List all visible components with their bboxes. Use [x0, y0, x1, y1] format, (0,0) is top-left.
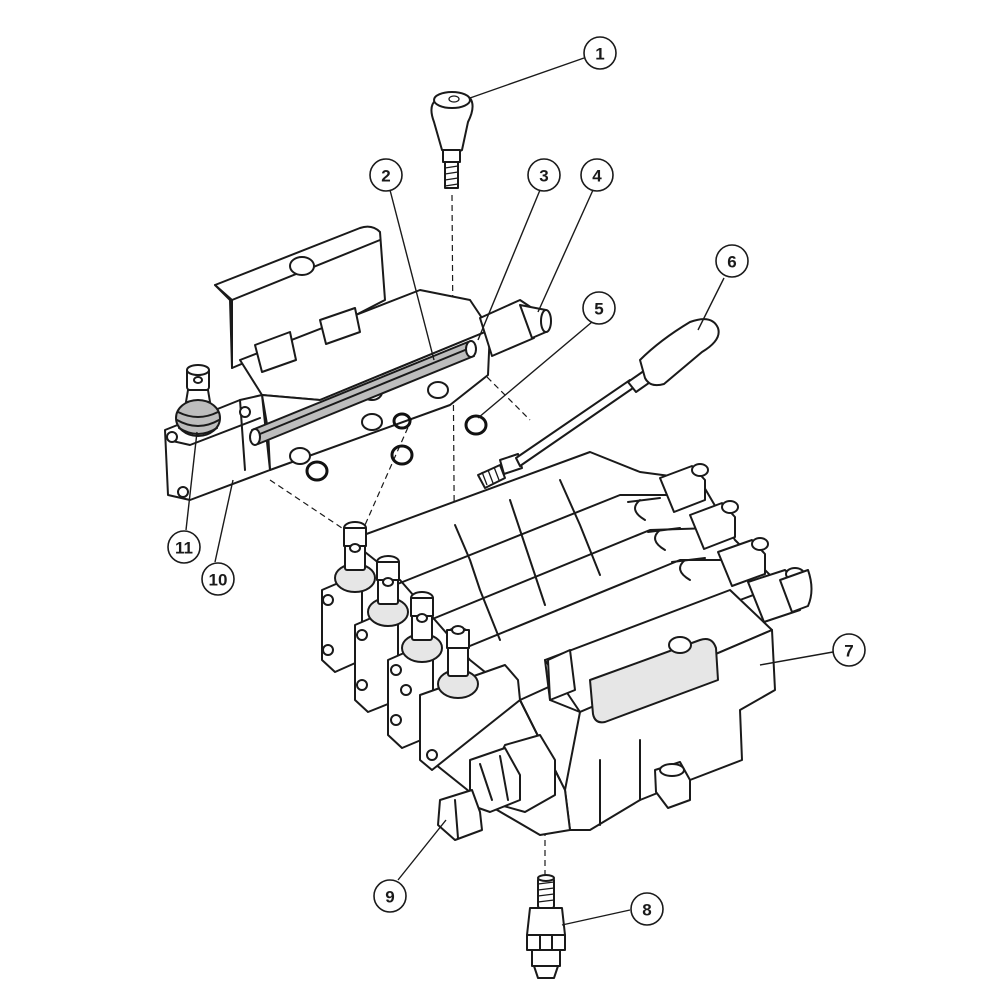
callout-label: 11: [175, 539, 193, 558]
top-boss: [254, 331, 297, 373]
control-knob: [430, 91, 474, 189]
callout-label: 10: [209, 571, 228, 590]
end-cap-face: [589, 638, 719, 724]
o-ring: [392, 412, 412, 430]
bolt-head: [177, 486, 189, 498]
o-rings: [305, 412, 488, 482]
bracket-manifold-assembly: [164, 225, 552, 501]
bottom-fitting: [526, 874, 566, 979]
o-ring: [464, 414, 488, 436]
bracket-hole: [289, 256, 315, 276]
callout-1: 1: [583, 36, 617, 70]
callout-7: 7: [832, 633, 866, 667]
ball-joint: [175, 364, 221, 437]
callout-10: 10: [201, 562, 235, 596]
callout-label: 9: [385, 888, 394, 907]
o-ring: [390, 444, 414, 466]
port: [361, 413, 383, 431]
o-ring: [305, 460, 329, 482]
callout-label: 5: [594, 300, 603, 319]
callout-8: 8: [630, 892, 664, 926]
callout-label: 1: [595, 45, 604, 64]
linkage-shaft: [249, 340, 477, 446]
callout-label: 3: [539, 167, 548, 186]
callout-2: 2: [369, 158, 403, 192]
bolt-head: [239, 406, 251, 418]
spool-clevis-stack: [321, 521, 521, 771]
control-lever: [477, 318, 720, 489]
callout-label: 6: [727, 253, 736, 272]
callout-label: 4: [592, 167, 602, 186]
port: [427, 381, 449, 399]
callout-3: 3: [527, 158, 561, 192]
callout-4: 4: [580, 158, 614, 192]
top-boss: [319, 307, 361, 345]
callout-9: 9: [373, 879, 407, 913]
leader-lines: [185, 57, 834, 926]
callout-5: 5: [582, 291, 616, 325]
callout-6: 6: [715, 244, 749, 278]
spool-caps-right: [659, 463, 813, 623]
callout-11: 11: [167, 530, 201, 564]
callout-label: 8: [642, 901, 651, 920]
inlet-fitting: [437, 734, 556, 841]
callout-label: 7: [844, 642, 853, 661]
bolt-head: [166, 431, 178, 443]
end-cap-hole: [668, 636, 692, 654]
callout-label: 2: [381, 167, 390, 186]
port: [289, 447, 311, 465]
